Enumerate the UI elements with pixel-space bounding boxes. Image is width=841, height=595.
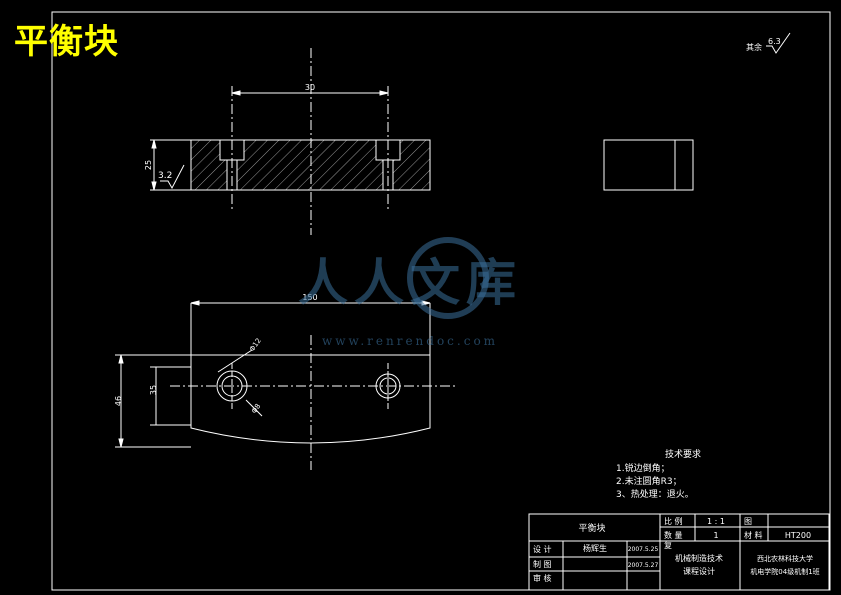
dim-150: 150 [302, 293, 317, 302]
tech-req-2: 2.未注圆角R3； [616, 475, 682, 487]
tb-drawing-no-label: 图 [744, 517, 752, 526]
dim-25: 25 [144, 160, 153, 170]
dim-46: 46 [114, 396, 123, 406]
tb-qty-label: 数 量 [664, 530, 683, 540]
tech-req-heading: 技术要求 [665, 448, 701, 460]
tb-part-name: 平衡块 [578, 522, 605, 534]
roughness-symbol [766, 32, 791, 54]
page-title: 平衡块 [14, 22, 119, 62]
plan-view [115, 300, 455, 470]
dim-30: 30 [305, 83, 315, 92]
tb-check-label: 复 [664, 540, 672, 550]
title-block [528, 513, 830, 591]
tb-designer: 杨辉生 [583, 543, 607, 553]
tb-qty-value: 1 [713, 531, 718, 540]
tech-req-3: 3、热处理：退火。 [616, 488, 694, 500]
tb-design-label: 设 计 [533, 544, 552, 554]
tb-draw-date: 2007.5.27 [628, 562, 659, 569]
tech-req-1: 1.锐边倒角； [616, 462, 670, 474]
tb-draw-label: 制 图 [533, 559, 552, 569]
side-view [603, 139, 694, 191]
roughness-value: 6.3 [768, 37, 781, 46]
tb-class: 机电学院04级机制1班 [750, 567, 819, 576]
tb-material-label: 材 料 [744, 530, 763, 540]
tb-school: 西北农林科技大学 [757, 554, 813, 563]
dim-hole-large: Φ12 [248, 337, 263, 353]
tb-course: 机械制造技术 [675, 553, 723, 563]
dim-35: 35 [149, 385, 158, 395]
tb-course-sub: 课程设计 [683, 566, 715, 576]
tb-material-value: HT200 [785, 531, 811, 540]
section-view [150, 48, 431, 235]
tb-scale-label: 比 例 [664, 516, 683, 526]
roughness-label: 其余 [746, 42, 762, 52]
tb-design-date: 2007.5.25 [628, 546, 659, 553]
dim-hole-small: Φ8 [250, 402, 262, 415]
tb-scale-value: 1 : 1 [707, 517, 725, 526]
roughness-3-2: 3.2 [158, 171, 172, 181]
sheet-border [51, 11, 831, 591]
tb-review-label: 审 核 [533, 573, 552, 583]
